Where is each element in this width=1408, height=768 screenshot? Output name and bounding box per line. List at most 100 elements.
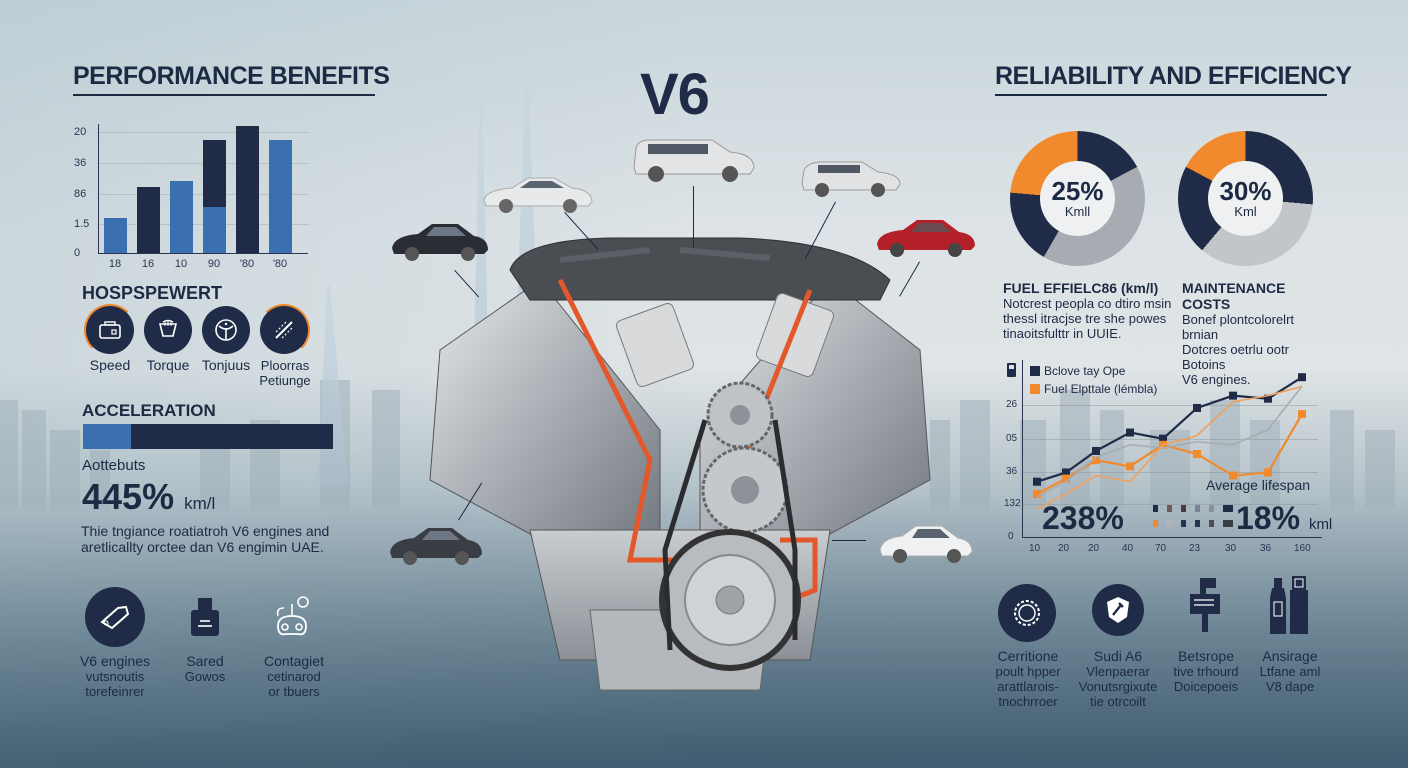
feature-line: or tbuers	[268, 684, 320, 699]
donut-value: 30%	[1219, 176, 1272, 206]
maintenance-text-line: Bonef plontcolorelrt brnian	[1182, 312, 1295, 342]
bar	[236, 125, 259, 253]
legend-swatch-navy	[1030, 366, 1040, 376]
main-title: V6	[640, 62, 710, 127]
feature-ansirage-button[interactable]	[1270, 574, 1308, 636]
feature-line: Contagiet	[264, 653, 324, 669]
performance-title-rule	[73, 94, 375, 96]
feature-line: tie otrcoilt	[1090, 694, 1146, 709]
description-line: Thie tngiance roatiatroh V6 engines and	[81, 523, 330, 539]
maintenance-costs-block: MAINTENANCE COSTS Bonef plontcolorelrt b…	[1182, 280, 1332, 387]
x-tick: 160	[1294, 543, 1311, 554]
speed-button[interactable]	[86, 306, 134, 354]
feature-contagiet-button[interactable]	[272, 594, 312, 640]
x-tick: 70	[1155, 543, 1167, 554]
feature-line: Cerritione	[997, 648, 1059, 664]
description-line: aretlicallty orctee dan V6 engimin UAE.	[81, 539, 324, 555]
legend-swatch-orange	[1030, 384, 1040, 394]
acceleration-description: Thie tngiance roatiatroh V6 engines and …	[81, 523, 361, 555]
donut-chart-2: 30% Kml	[1178, 131, 1313, 266]
donut-value: 25%	[1051, 176, 1104, 206]
ploorras-ring	[258, 304, 310, 356]
torque-button[interactable]	[144, 306, 192, 354]
fuel-efficiency-block: FUEL EFFIELC86 (km/l) Notcrest peopla co…	[1003, 280, 1173, 341]
y-tick: 36	[74, 157, 87, 169]
bar	[203, 140, 226, 207]
bar	[170, 180, 193, 253]
robot-icon	[276, 596, 309, 636]
feature-sudi-a6-text: Sudi A6 Vlenpaerar Vonutsrgixute tie otr…	[1068, 648, 1168, 710]
x-tick: '80	[272, 258, 288, 270]
y-tick: 05	[1006, 433, 1018, 444]
y-tick: 36	[1006, 466, 1018, 477]
donut-unit: Kml	[1234, 204, 1257, 219]
lifespan-dots	[1153, 505, 1233, 527]
fuel-text-line: tinaoitsfulttr in UUIE.	[1003, 326, 1122, 341]
feature-line: Doicepoeis	[1173, 679, 1239, 694]
fuel-text-line: Notcrest peopla co dtiro msin	[1003, 296, 1172, 311]
callout-line	[693, 186, 694, 248]
donut-center: 25% Kmll	[1040, 161, 1115, 236]
feature-line: poult hpper	[995, 664, 1061, 679]
donut-chart-1: 25% Kmll	[1010, 131, 1145, 266]
x-tick: 20	[1088, 543, 1100, 554]
feature-line: Ltfane aml	[1259, 664, 1321, 679]
car-suv-silver-top	[633, 139, 755, 182]
hosp-title: HOSPSPEWERT	[82, 283, 223, 303]
feature-line: Sared	[186, 653, 224, 669]
lifespan-value-unit: kml	[1308, 516, 1333, 533]
feature-contagiet-text: Contagiet cetinarod or tbuers	[252, 653, 336, 700]
acceleration-sub-label: Aottebuts	[82, 457, 146, 474]
car-sedan-silver-left	[483, 177, 593, 213]
faucet-icon	[1190, 578, 1220, 632]
feature-line: Sudi A6	[1093, 648, 1143, 664]
feature-certificate-button[interactable]	[998, 584, 1056, 642]
y-tick: 0	[1008, 531, 1014, 542]
feature-line: tive trhourd	[1173, 664, 1239, 679]
feature-v6-engines-button[interactable]	[85, 587, 145, 647]
y-tick: 86	[74, 188, 87, 200]
ploorras-button[interactable]	[260, 306, 308, 354]
feature-line: Betsrope	[1177, 648, 1235, 664]
feature-sudi-a6-button[interactable]	[1092, 584, 1144, 636]
car-sedan-dark-left	[392, 224, 488, 261]
lifespan-value-right: 18% kml	[1236, 500, 1332, 537]
fuel-pump-icon	[1007, 363, 1016, 377]
feature-betsrope-button[interactable]	[1186, 574, 1226, 634]
x-tick: 23	[1189, 543, 1201, 554]
lifespan-value-left: 238%	[1042, 500, 1124, 536]
piston-icon	[158, 319, 178, 337]
lifespan-value-number: 18%	[1236, 500, 1301, 536]
feature-line: Vonutsrgixute	[1078, 679, 1158, 694]
maintenance-text-line: Dotcres oetrlu ootr Botoins	[1182, 342, 1289, 372]
bar	[137, 186, 160, 253]
callout-line	[832, 540, 866, 541]
x-tick: 16	[141, 258, 155, 270]
tonjuus-button[interactable]	[202, 306, 250, 354]
feature-betsrope-text: Betsrope tive trhourd Doicepoeis	[1160, 648, 1252, 695]
feature-ansirage-text: Ansirage Ltfane aml V8 dape	[1246, 649, 1334, 695]
feature-printer-button[interactable]	[190, 596, 220, 638]
feature-sared-text: Sared Gowos	[175, 653, 235, 685]
x-tick: 40	[1122, 543, 1134, 554]
feature-line: cetinarod	[267, 669, 321, 684]
feature-line: tnochrroer	[998, 694, 1058, 709]
y-tick: 20	[74, 126, 87, 138]
line-series	[1033, 373, 1306, 511]
feature-line: Gowos	[184, 669, 226, 684]
y-tick: 1.5	[74, 218, 90, 230]
fuel-tag-icon	[100, 605, 130, 630]
acceleration-value: 445% km/l	[82, 477, 215, 524]
battery-icon	[99, 321, 121, 339]
donut-center: 30% Kml	[1208, 161, 1283, 236]
average-lifespan-label: Average lifespan	[1206, 477, 1311, 493]
acceleration-value-number: 445%	[82, 476, 175, 517]
shield-wrench-icon	[1107, 597, 1129, 623]
legend-item-1: Bclove tay Ope	[1030, 364, 1125, 378]
steering-wheel-icon	[215, 319, 237, 341]
x-tick: 30	[1225, 543, 1237, 554]
torque-label: Torque	[146, 357, 190, 373]
gear-ring-icon	[1014, 600, 1040, 626]
